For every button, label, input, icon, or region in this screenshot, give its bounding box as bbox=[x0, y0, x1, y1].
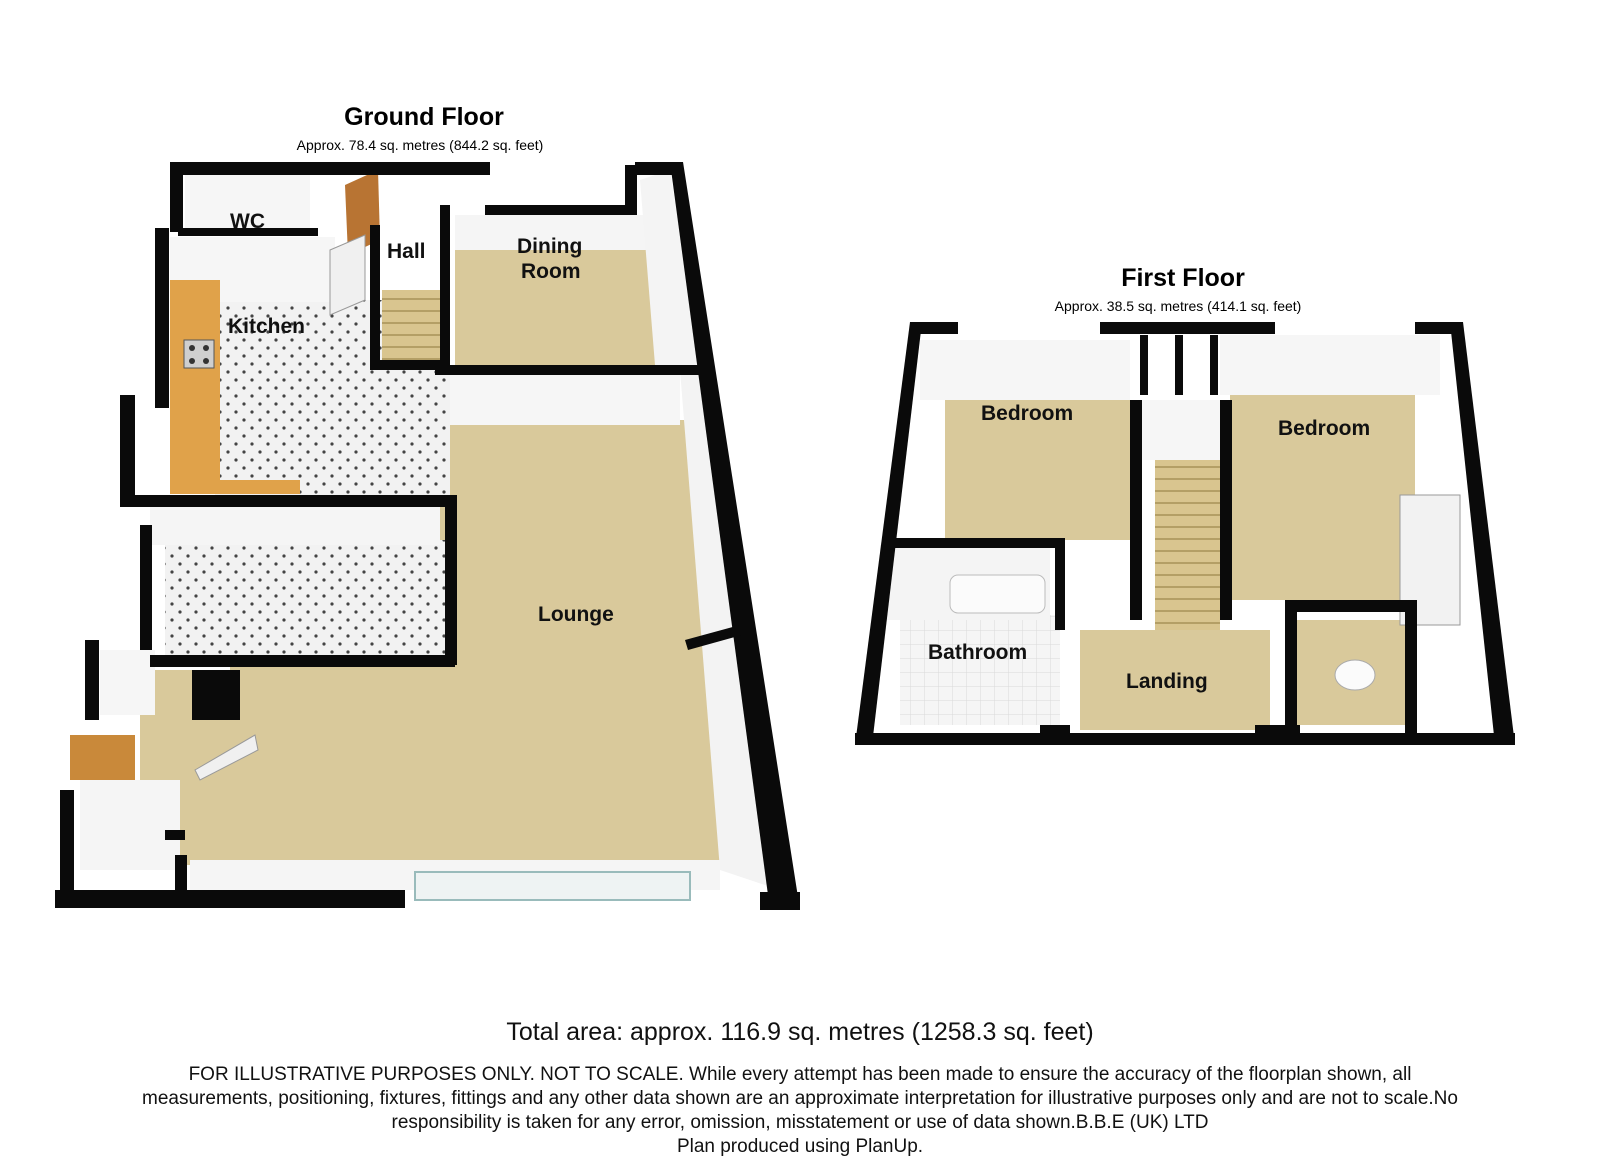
utility-back-wall bbox=[150, 505, 440, 545]
disclaimer-line: FOR ILLUSTRATIVE PURPOSES ONLY. NOT TO S… bbox=[188, 1064, 1412, 1085]
disclaimer: FOR ILLUSTRATIVE PURPOSES ONLY. NOT TO S… bbox=[0, 1063, 1600, 1159]
bathroom-floor bbox=[900, 615, 1060, 725]
ground-floor-area: Approx. 78.4 sq. metres (844.2 sq. feet) bbox=[297, 137, 544, 153]
first-floor-area: Approx. 38.5 sq. metres (414.1 sq. feet) bbox=[1055, 298, 1302, 314]
landing-floor bbox=[1080, 630, 1270, 730]
toilet bbox=[1334, 659, 1376, 691]
stair-well-wall bbox=[1140, 400, 1220, 460]
hall-door bbox=[329, 234, 366, 316]
utility-floor bbox=[165, 540, 450, 655]
first-floor-plan: Bedroom Bedroom Bathroom Landing First F… bbox=[855, 264, 1515, 745]
porch-cupboard bbox=[100, 650, 155, 715]
dining-room-label-line2: Room bbox=[521, 260, 581, 283]
disclaimer-line: responsibility is taken for any error, o… bbox=[391, 1112, 1209, 1133]
bedroom-left-floor bbox=[945, 400, 1130, 540]
lounge-label: Lounge bbox=[538, 603, 614, 626]
disclaimer-line: measurements, positioning, fixtures, fit… bbox=[142, 1088, 1458, 1109]
porch-mat bbox=[70, 735, 135, 780]
hob bbox=[183, 339, 215, 369]
dining-room-label-line1: Dining bbox=[517, 235, 582, 258]
patio-doors bbox=[414, 871, 691, 901]
lounge-back-wall bbox=[450, 370, 680, 425]
bedroom-left-label: Bedroom bbox=[981, 402, 1073, 425]
ground-floor-plan: WC Hall Dining Room Kitchen Lounge Groun… bbox=[55, 103, 800, 910]
kitchen-worktop bbox=[170, 280, 220, 490]
disclaimer-line: Plan produced using PlanUp. bbox=[676, 1136, 924, 1157]
bath bbox=[949, 574, 1046, 614]
bedroom-right-back-wall bbox=[1220, 335, 1440, 395]
first-floor-title: First Floor bbox=[1121, 264, 1245, 292]
hall-label: Hall bbox=[387, 240, 426, 263]
bedroom-left-back-wall bbox=[920, 340, 1130, 400]
entry-porch-wall bbox=[80, 780, 180, 870]
lounge-door bbox=[194, 734, 259, 781]
landing-label: Landing bbox=[1126, 670, 1208, 693]
wc-room bbox=[185, 175, 310, 230]
dining-back-wall bbox=[455, 215, 650, 250]
kitchen-worktop-bottom bbox=[170, 480, 300, 494]
bedroom-right-floor bbox=[1230, 395, 1415, 600]
wc-label: WC bbox=[230, 210, 265, 233]
total-area: Total area: approx. 116.9 sq. metres (12… bbox=[506, 1018, 1094, 1046]
bedroom-right-label: Bedroom bbox=[1278, 417, 1370, 440]
dining-right-wall bbox=[640, 170, 700, 365]
ground-floor-title: Ground Floor bbox=[344, 103, 504, 131]
hall-stairs bbox=[382, 290, 444, 360]
upper-stairs bbox=[1155, 455, 1220, 630]
bathroom-label: Bathroom bbox=[928, 641, 1027, 664]
dining-floor bbox=[455, 245, 655, 365]
kitchen-label: Kitchen bbox=[228, 315, 305, 338]
